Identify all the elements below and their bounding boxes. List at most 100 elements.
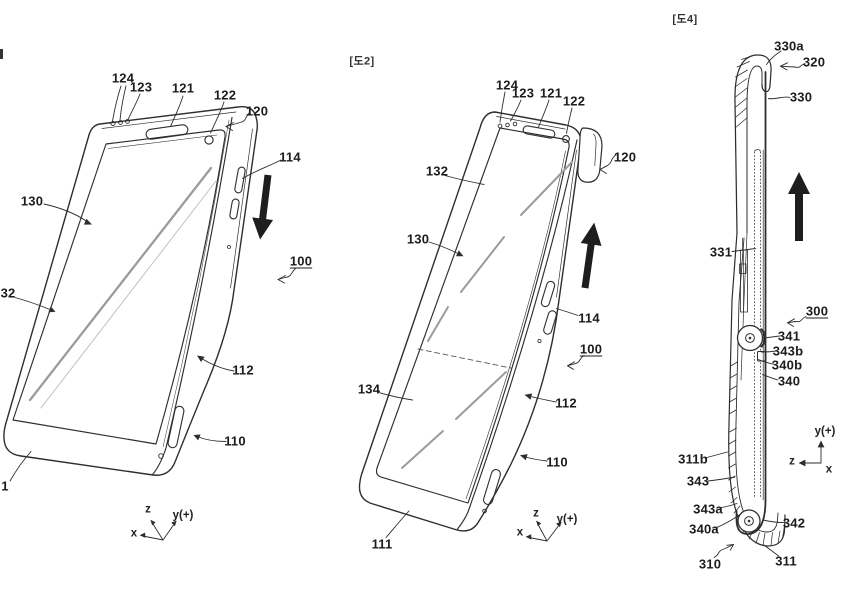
fig2-sensor-dot <box>497 123 503 129</box>
fig1-sensor-dot <box>118 120 123 125</box>
fig4-top-hook-inner <box>746 65 763 234</box>
fig1-screen-streak <box>28 166 213 402</box>
fig2-phone-body <box>358 111 582 532</box>
ref-label: 300 <box>805 303 829 319</box>
ref-label: 311b <box>678 451 708 467</box>
axis-label: y(+) <box>172 509 194 522</box>
fig4-shell-bottom-outer <box>728 423 786 547</box>
fig2-screen-streaks <box>401 161 573 469</box>
axis-label: x <box>825 463 833 476</box>
ref-label: 111 <box>371 536 393 552</box>
fig4-section-drawing <box>728 54 810 547</box>
ref-label: 343 <box>686 473 710 489</box>
fig2-side-boundary <box>456 139 578 530</box>
fig2-side-button <box>540 280 556 308</box>
fig4-leader-lines <box>704 50 807 558</box>
ref-label: 130 <box>406 231 430 247</box>
axis-label: z <box>789 455 795 468</box>
ref-label: 100 <box>579 341 603 357</box>
fig2-extension-dashed-line <box>417 348 512 369</box>
fig2-side-button <box>543 310 557 335</box>
fig2-screen <box>375 127 570 504</box>
fig1-earpiece-slot <box>145 124 189 140</box>
fig1-side-speaker-slot <box>167 405 185 449</box>
fig4-display-layer <box>735 71 767 535</box>
ref-label: 110 <box>546 454 568 470</box>
ref-label: 114 <box>578 310 600 326</box>
fig2-axis-triad <box>525 520 562 542</box>
axis-label: z <box>145 503 151 516</box>
ref-label: 343b <box>772 343 804 359</box>
ref-label: 342 <box>782 515 806 531</box>
fig1-side-button <box>229 198 240 220</box>
figure-tag: [도4] <box>672 13 698 26</box>
ref-label: 122 <box>213 87 237 103</box>
ref-label: 330 <box>789 89 813 105</box>
fig1-phone-drawing <box>3 106 274 476</box>
ref-label: 110 <box>224 433 246 449</box>
cropped-figure-tag-mark <box>0 49 3 59</box>
fig1-axis-triad <box>139 519 177 541</box>
ref-label: 123 <box>129 79 153 95</box>
ref-label: 130 <box>20 193 44 209</box>
fig2-earpiece-slot <box>522 125 556 139</box>
fig2-slide-up-arrow <box>580 222 602 289</box>
ref-label: 330a <box>774 38 804 54</box>
ref-label: 121 <box>539 85 563 101</box>
ref-label: 32 <box>0 285 16 301</box>
ref-label: 124 <box>111 70 135 86</box>
ref-label: 112 <box>232 362 254 378</box>
ref-label: 311 <box>775 553 797 569</box>
fig1-leader-lines <box>9 85 297 482</box>
fig4-hook-hatching <box>734 55 753 128</box>
fig4-left-wall-outer <box>728 232 738 425</box>
fig1-screen <box>12 129 226 445</box>
fig4-slide-up-arrow <box>788 172 810 241</box>
fig1-front-camera <box>204 135 214 145</box>
ref-label: 123 <box>511 85 535 101</box>
fig1-sensor-dot <box>110 120 116 127</box>
fig2-roll-flap <box>577 127 603 183</box>
axis-label: x <box>516 526 524 539</box>
fig2-front-camera <box>562 135 570 143</box>
axis-label: z <box>533 507 539 520</box>
ref-label: 343a <box>693 501 723 517</box>
ref-label: 132 <box>425 163 449 179</box>
ref-label: 114 <box>279 149 301 165</box>
ref-label: 112 <box>555 395 577 411</box>
ref-label: 100 <box>289 253 313 269</box>
fig2-leader-lines <box>378 91 617 538</box>
fig1-slide-down-arrow <box>252 174 274 240</box>
fig1-side-button <box>234 166 246 194</box>
fig4-left-wall-inner <box>735 237 745 425</box>
ref-label: 134 <box>357 381 381 397</box>
fig1-sensor-dot <box>125 119 130 124</box>
ref-label: 124 <box>495 77 519 93</box>
fig2-phone-drawing <box>358 111 603 532</box>
ref-label: 121 <box>171 80 195 96</box>
ref-label: 341 <box>777 328 801 344</box>
axis-label: y(+) <box>814 425 836 438</box>
ref-label: 340a <box>689 521 719 537</box>
fig4-top-hook-outer <box>734 54 772 234</box>
fig4-rolled-display-strip <box>754 151 761 498</box>
ref-label: 122 <box>562 93 586 109</box>
ref-label: 120 <box>245 103 269 119</box>
fig2-side-speaker-slot <box>483 469 501 505</box>
fig1-side-boundary <box>151 116 233 476</box>
ref-label: 340 <box>777 373 801 389</box>
axis-label: x <box>130 527 138 540</box>
fig1-screen-streak-2 <box>40 180 217 409</box>
axis-label: y(+) <box>556 513 578 526</box>
ref-label: 340b <box>771 357 803 373</box>
ref-label: 310 <box>698 556 722 572</box>
ref-label: 331 <box>709 244 733 260</box>
fig2-sensor-dot <box>505 122 510 128</box>
figure-tag: [도2] <box>349 55 375 68</box>
ref-label: 1 <box>1 478 9 494</box>
fig2-sensor-dot <box>512 121 518 127</box>
fig4-axis-triad <box>798 440 825 467</box>
ref-label: 120 <box>613 149 637 165</box>
